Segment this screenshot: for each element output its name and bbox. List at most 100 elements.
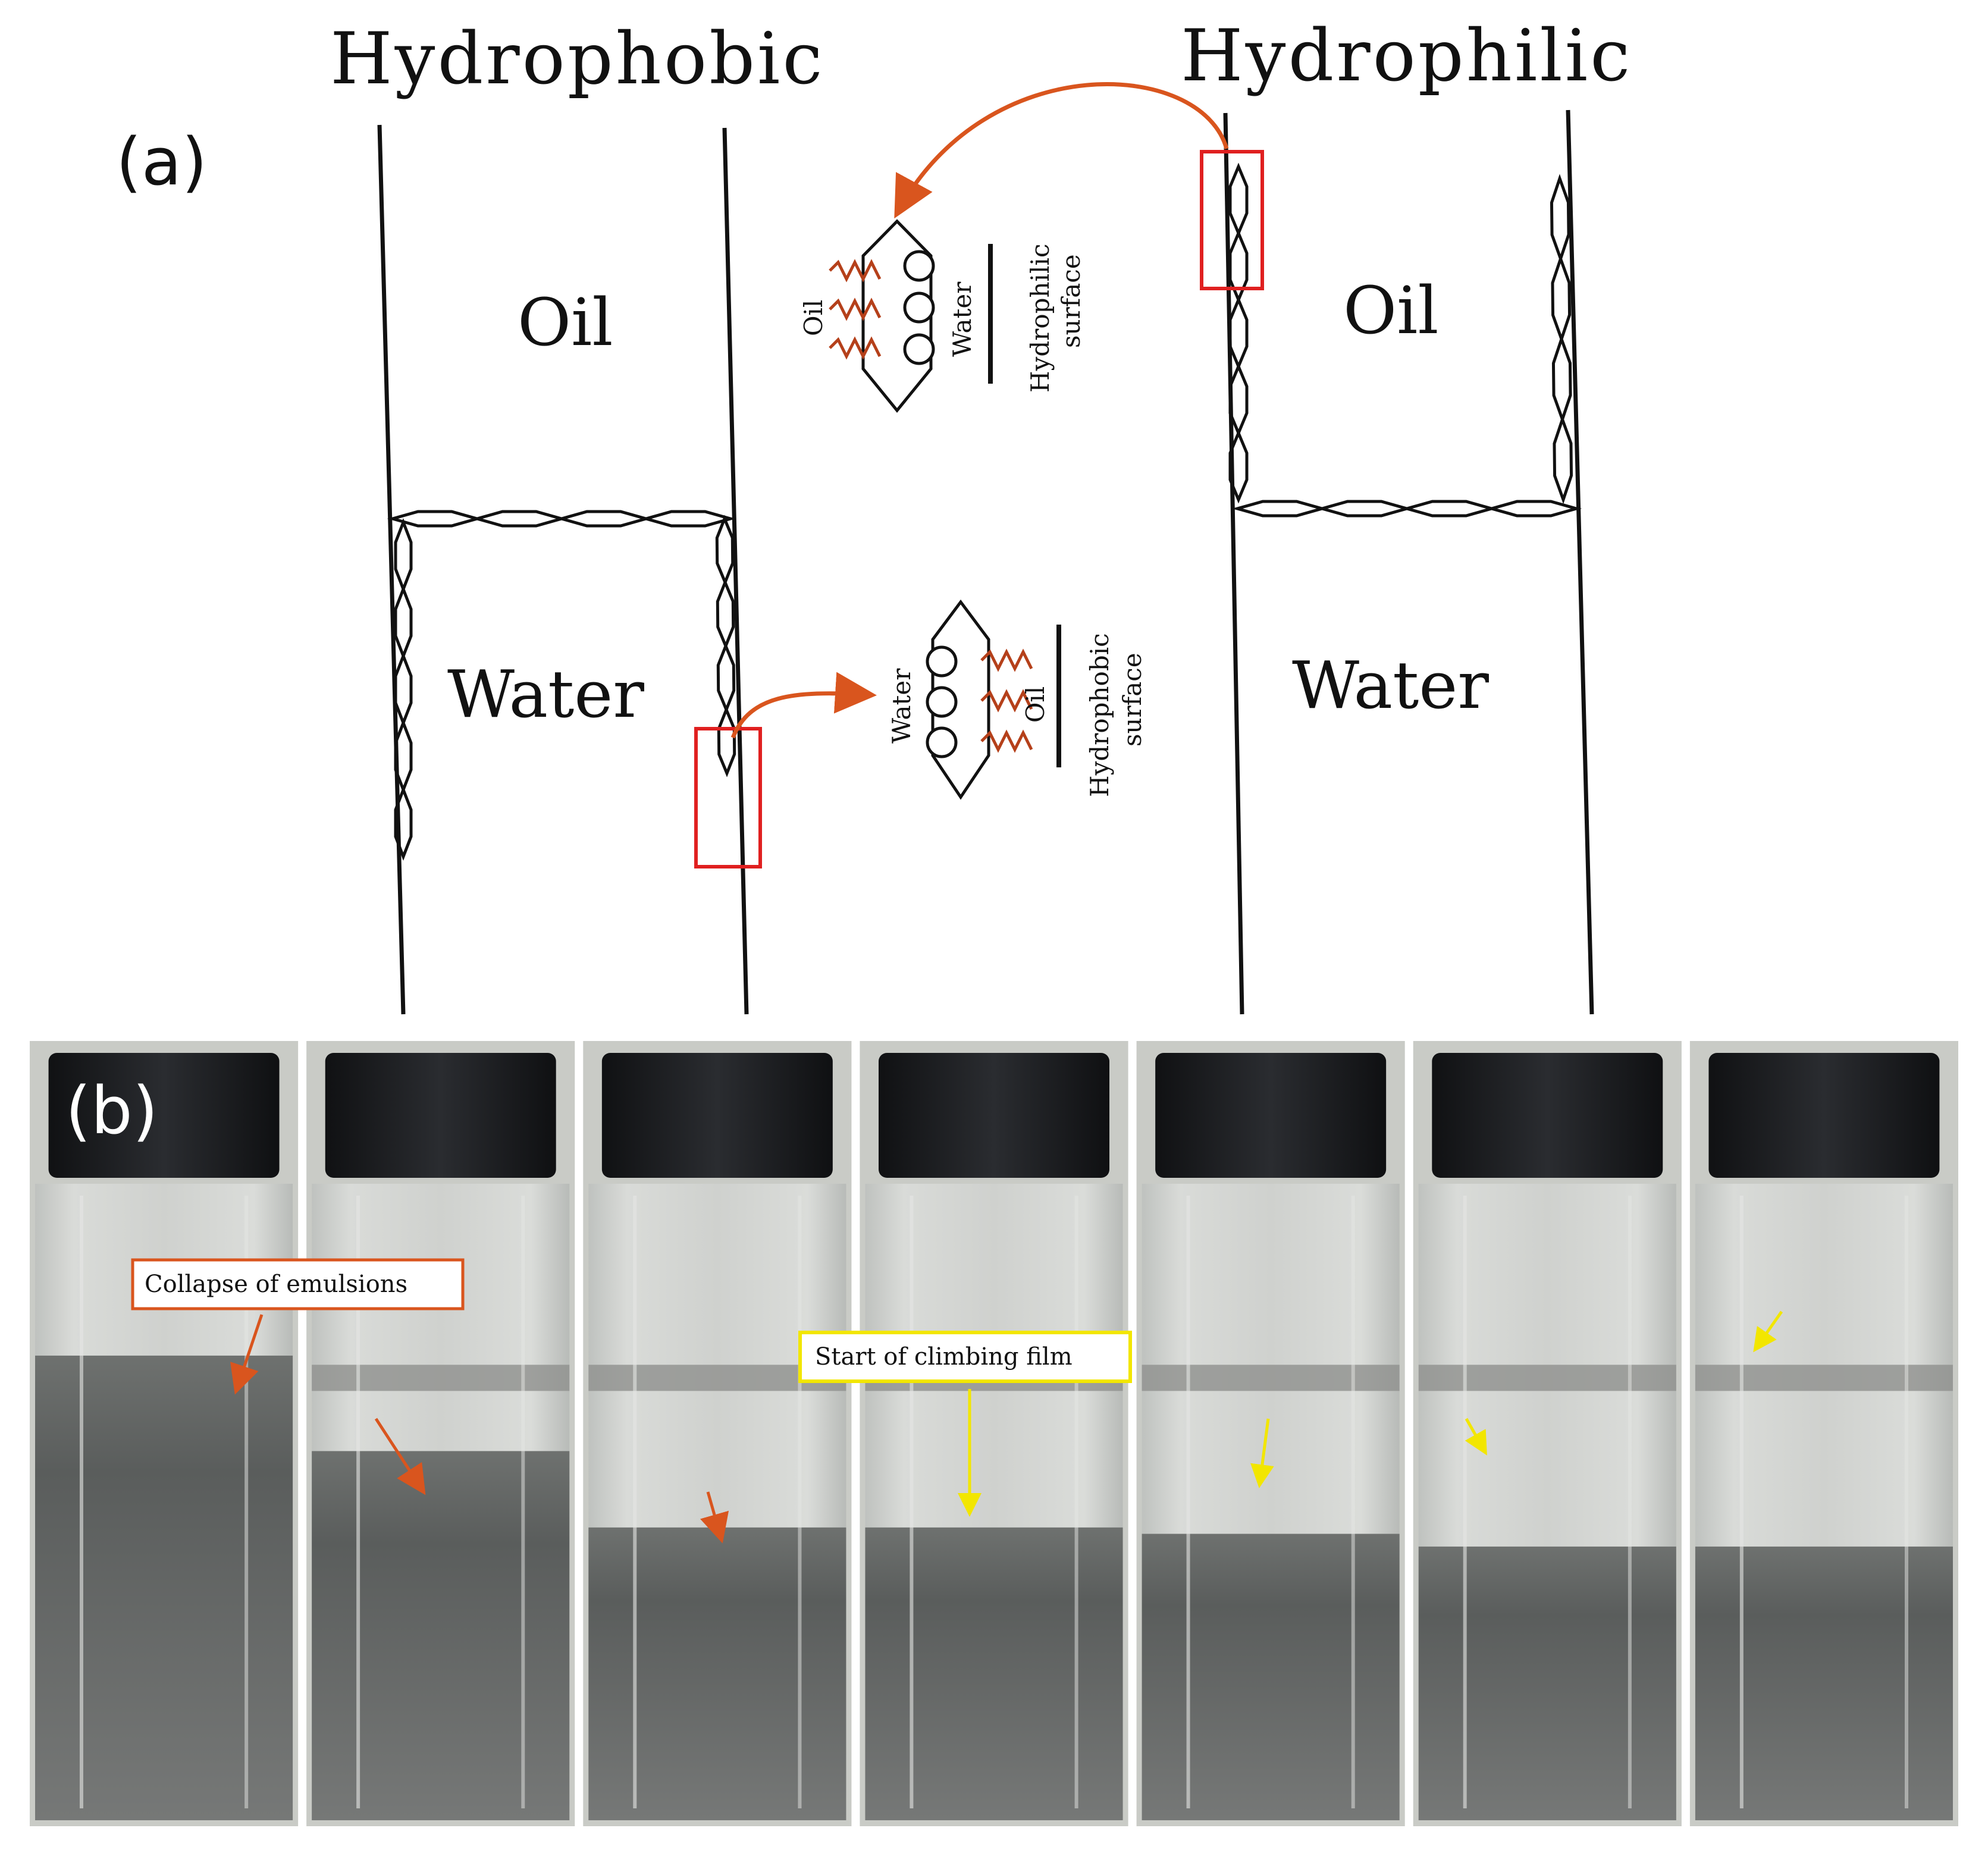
film-segment [1550,174,1570,264]
film-segment [1401,500,1497,518]
oil-chain [980,648,1033,672]
climb-arrow-2 [1250,1418,1274,1488]
particle-slurry [312,1451,570,1820]
water-droplet [926,726,958,758]
right-highlight-box [1200,150,1264,290]
inset-bottom-oil-label: Oil [1021,686,1050,723]
oil-chain [829,259,882,283]
left-highlight-box [694,727,762,868]
film-segment [1228,296,1249,371]
climb-arrow-3 [1465,1418,1487,1456]
particle-slurry [1142,1534,1400,1820]
particle-slurry [35,1355,293,1820]
film-segment [716,578,735,650]
oil-chain [980,729,1033,753]
inset-bottom-film [931,599,990,800]
vial-cap [601,1053,833,1178]
collapse-callout-text: Collapse of emulsions [145,1271,407,1298]
hydrophilic-title: Hydrophilic [1181,15,1632,98]
vial-cap [1155,1053,1387,1178]
film-segment [394,651,413,728]
vial-cap [325,1053,556,1178]
oil-chain [829,297,882,321]
arrow-to-top-inset [894,82,1229,219]
film-segment [394,785,413,861]
film-segment [394,518,413,594]
vial-cap [879,1053,1109,1178]
particle-slurry [1418,1546,1676,1820]
climb-callout-box [798,1331,1132,1383]
right-tube-right-wall [1566,109,1594,1015]
inset-bottom-surface-label-1: Hydrophobic [1085,633,1114,797]
water-droplet [903,333,935,365]
vial-photo [860,1041,1128,1826]
inset-top-surface-label-2: surface [1056,254,1086,348]
collapse-callout-box [131,1258,465,1310]
film-segment [1316,500,1413,518]
film-segment [716,642,736,714]
inset-bottom-surface-label-2: surface [1118,653,1147,747]
inset-hydrophobic-surface: Water Oil Hydrophobic surface [887,599,1147,800]
climb-callout-text: Start of climbing film [815,1343,1073,1371]
panel-b: (b) Collapse of emulsions Start of climb… [27,1038,1961,1829]
vial-photo [1413,1041,1682,1826]
particle-slurry [865,1527,1123,1820]
collapse-arrow-3 [700,1491,729,1544]
hydrophobic-title: Hydrophobic [330,18,825,101]
inset-top-water-label: Water [948,281,977,357]
water-droplet [903,250,935,282]
climb-arrow-4 [1753,1310,1783,1353]
vial-photo [1689,1041,1958,1826]
left-water-label: Water [447,656,644,732]
vial-cap [48,1053,280,1178]
hydrophilic-tube: Oil Water [1200,109,1594,1015]
inset-hydrophilic-surface: Oil Water Hydrophilic surface [799,219,1086,413]
right-interface-film [1228,162,1582,518]
right-oil-label: Oil [1343,272,1439,349]
panel-a: (a) Hydrophobic Hydrophilic Oil Water Oi… [116,15,1632,1015]
film-segment [1551,334,1572,424]
liquid-interface [1418,1365,1676,1391]
collapse-arrow-2 [374,1418,426,1495]
right-water-label: Water [1292,647,1489,723]
film-segment [1486,500,1582,518]
liquid-interface [1695,1365,1953,1391]
oil-chains [980,648,1033,753]
film-segment [1228,429,1249,504]
film-segment [715,515,735,587]
hydrophobic-tube: Oil Water [377,124,762,1015]
film-segment [471,510,567,528]
vial-cap [1708,1053,1940,1178]
inset-top-surface-label-1: Hydrophilic [1026,244,1055,393]
left-tube-right-wall [722,127,749,1015]
right-tube-left-wall [1223,112,1244,1015]
film-segment [1231,500,1328,518]
inset-top-oil-label: Oil [799,300,828,336]
arrow-to-bottom-inset [730,672,877,739]
particle-slurry [588,1527,846,1820]
oil-chain [829,336,882,360]
panel-b-label: (b) [65,1073,158,1149]
liquid-interface [312,1365,570,1391]
inset-bottom-water-label: Water [887,668,916,744]
water-droplet [926,645,958,678]
left-oil-label: Oil [518,284,613,360]
water-droplet [903,291,935,324]
oil-chain [980,689,1033,713]
water-droplet [926,686,958,718]
vial-photo [306,1041,575,1826]
vial-photo [1136,1041,1405,1826]
liquid-interface [1142,1365,1400,1391]
vial-photo [583,1041,852,1826]
film-segment [717,705,736,777]
vial-photo [30,1041,299,1826]
film-segment [1553,415,1573,504]
left-tube-left-wall [377,124,406,1015]
film-segment [1228,162,1249,237]
film-segment [394,585,413,660]
film-segment [556,510,652,528]
collapse-arrow-1 [230,1314,264,1395]
vial-cap [1432,1053,1663,1178]
particle-slurry [1695,1546,1953,1820]
